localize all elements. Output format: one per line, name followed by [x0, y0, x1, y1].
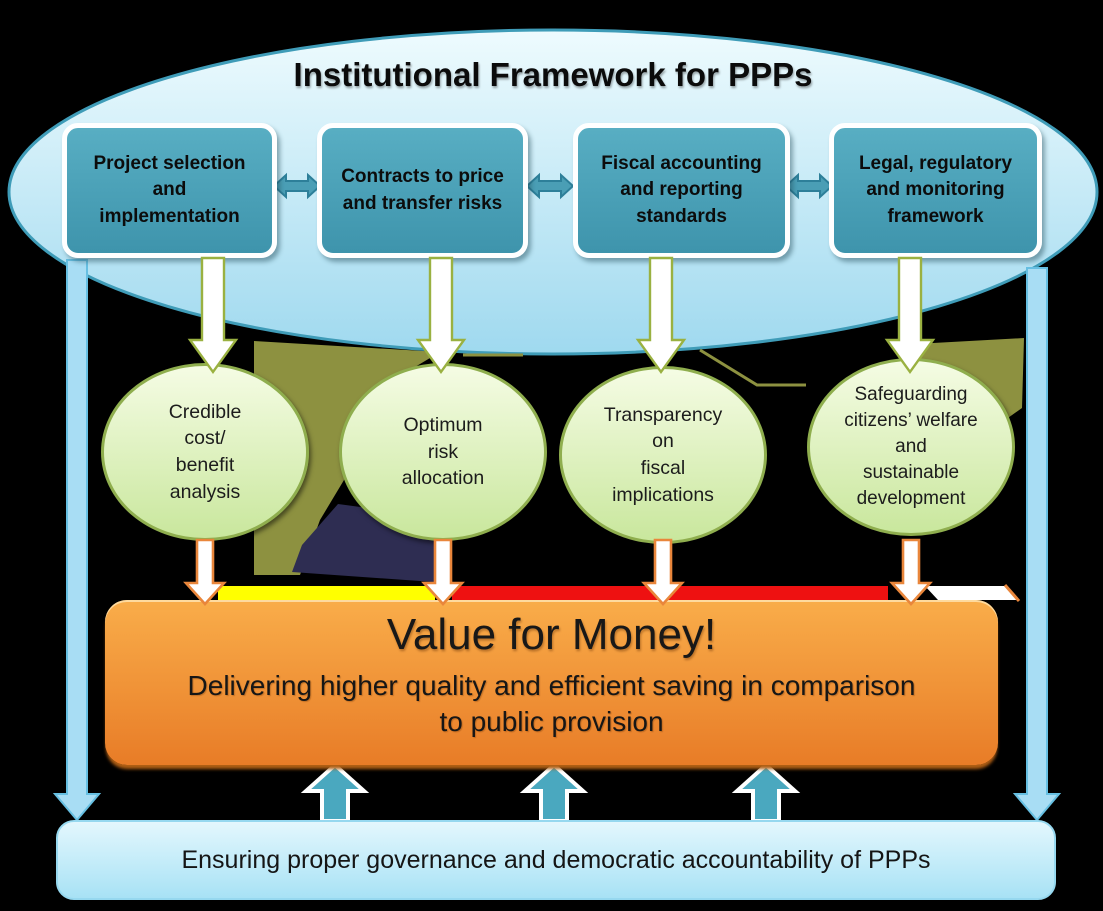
circle-to-value-arrow-3 [641, 538, 685, 606]
box-to-circle-arrow-1 [187, 256, 239, 375]
circle-to-value-arrow-2 [421, 538, 465, 606]
framework-box-fiscal-accounting: Fiscal accounting and reporting standard… [573, 123, 790, 258]
artifact-yellow-stripe [218, 586, 435, 600]
diagram-title: Institutional Framework for PPPs [293, 56, 813, 93]
outcome-circle-transparency: Transparency on fiscal implications [559, 366, 767, 544]
box-to-circle-arrow-2 [415, 256, 467, 375]
framework-box-label: Project selection and implementation [93, 153, 246, 227]
framework-box-project-selection: Project selection and implementation [62, 123, 277, 258]
framework-box-label: Contracts to price and transfer risks [341, 166, 504, 214]
double-arrow-icon-1 [272, 172, 322, 200]
double-arrow-icon-2 [525, 172, 575, 200]
outcome-circle-label: Transparency on fiscal implications [603, 403, 723, 506]
artifact-white-stripe [925, 586, 1018, 600]
framework-box-legal-regulatory: Legal, regulatory and monitoring framewo… [829, 123, 1042, 258]
framework-box-contracts: Contracts to price and transfer risks [317, 123, 528, 258]
box-to-circle-arrow-3 [635, 256, 687, 375]
up-arrow-2 [519, 762, 589, 823]
value-for-money-box: Value for Money! Delivering higher quali… [105, 600, 998, 765]
framework-box-label: Fiscal accounting and reporting standard… [601, 153, 762, 227]
circle-to-value-arrow-1 [183, 538, 227, 606]
outcome-circle-cost-benefit: Credible cost/ benefit analysis [101, 363, 309, 541]
artifact-red-stripe [452, 586, 888, 600]
box-to-circle-arrow-4 [884, 256, 936, 375]
framework-box-label: Legal, regulatory and monitoring framewo… [858, 153, 1013, 227]
outcome-circle-safeguarding: Safeguarding citizens’ welfare and susta… [807, 358, 1015, 536]
right-flow-arrow [1012, 267, 1062, 822]
value-box-title: Value for Money! [386, 610, 717, 659]
circle-to-value-arrow-4 [889, 538, 933, 606]
governance-bar-label: Ensuring proper governance and democrati… [181, 845, 931, 874]
double-arrow-icon-3 [784, 172, 834, 200]
governance-bar: Ensuring proper governance and democrati… [56, 820, 1056, 900]
outcome-circle-risk-allocation: Optimum risk allocation [339, 363, 547, 541]
outcome-circle-label: Optimum risk allocation [401, 414, 485, 490]
value-box-subtitle: Delivering higher quality and efficient … [187, 670, 916, 738]
left-flow-arrow [52, 259, 102, 822]
artifact-orange-diagonal [1003, 584, 1021, 602]
up-arrow-1 [300, 762, 370, 823]
outcome-circle-label: Safeguarding citizens’ welfare and susta… [844, 384, 978, 509]
up-arrow-3 [731, 762, 801, 823]
outcome-circle-label: Credible cost/ benefit analysis [168, 400, 242, 503]
